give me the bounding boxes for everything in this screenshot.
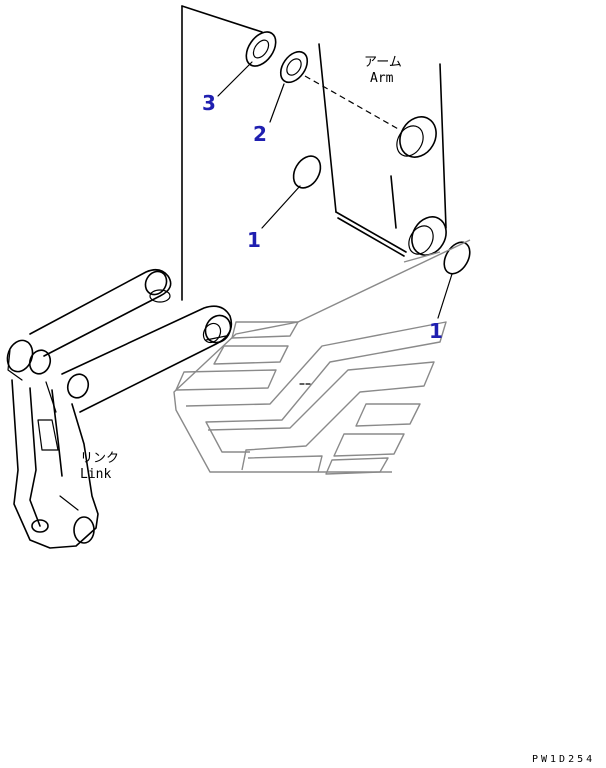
drawing-code: PW1D254 xyxy=(532,754,595,765)
arm-pin-boss-upper xyxy=(396,116,437,158)
leader-lines xyxy=(217,61,453,319)
shim-part-3 xyxy=(245,31,277,67)
bucket-outline xyxy=(173,239,471,475)
plug-part-1-lower xyxy=(443,241,471,275)
arm-pin-boss-lower xyxy=(408,216,447,256)
callout-number-1-upper: 1 xyxy=(247,228,261,252)
arm-label-en: Arm xyxy=(370,71,394,86)
link-label-jp: リンク xyxy=(80,451,119,466)
link-label-en: Link xyxy=(80,467,111,482)
assembly-guide-line xyxy=(304,75,401,131)
callout-number-1-lower: 1 xyxy=(429,319,443,343)
shim-part-2 xyxy=(279,50,309,84)
plug-part-1-upper xyxy=(292,155,322,189)
link-assembly xyxy=(6,268,233,549)
callout-number-3: 3 xyxy=(202,91,216,115)
arm-label-jp: アーム xyxy=(364,55,402,70)
arm-outline xyxy=(181,5,447,301)
callout-number-2: 2 xyxy=(253,122,267,146)
